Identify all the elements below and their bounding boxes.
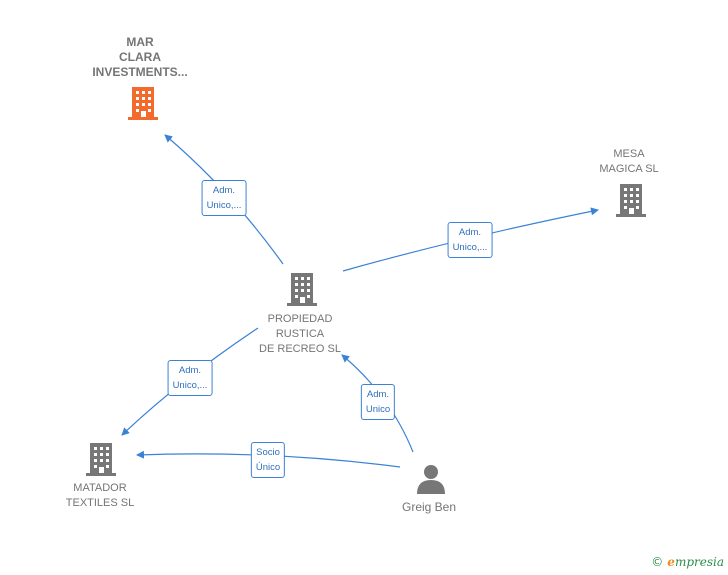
building-icon[interactable]: [286, 271, 318, 307]
edge-label-propiedad-mar-clara[interactable]: Adm. Unico,...: [201, 180, 247, 216]
node-label-mesa-magica[interactable]: MESA MAGICA SL: [599, 148, 659, 175]
building-icon[interactable]: [127, 85, 159, 121]
person-icon[interactable]: [415, 463, 447, 495]
empresia-logo: ©empresia: [651, 555, 724, 569]
edge-label-propiedad-mesa-magica[interactable]: Adm. Unico,...: [447, 222, 493, 258]
node-label-propiedad-rustica[interactable]: PROPIEDAD RUSTICA DE RECREO SL: [259, 313, 341, 355]
brand-name: mpresia: [674, 555, 724, 569]
edge-label-greig-propiedad[interactable]: Adm. Unico: [360, 384, 396, 420]
node-label-greig-ben[interactable]: Greig Ben: [401, 500, 457, 514]
copyright-symbol: ©: [651, 555, 664, 569]
building-icon[interactable]: [85, 441, 117, 477]
building-icon[interactable]: [615, 182, 647, 218]
edge-label-propiedad-matador[interactable]: Adm. Unico,...: [167, 360, 213, 396]
edge-label-greig-matador[interactable]: Socio Único: [250, 442, 286, 478]
brand-initial: e: [667, 555, 675, 569]
node-label-mar-clara[interactable]: MAR CLARA INVESTMENTS...: [92, 35, 188, 79]
node-label-matador-textiles[interactable]: MATADOR TEXTILES SL: [65, 482, 135, 509]
